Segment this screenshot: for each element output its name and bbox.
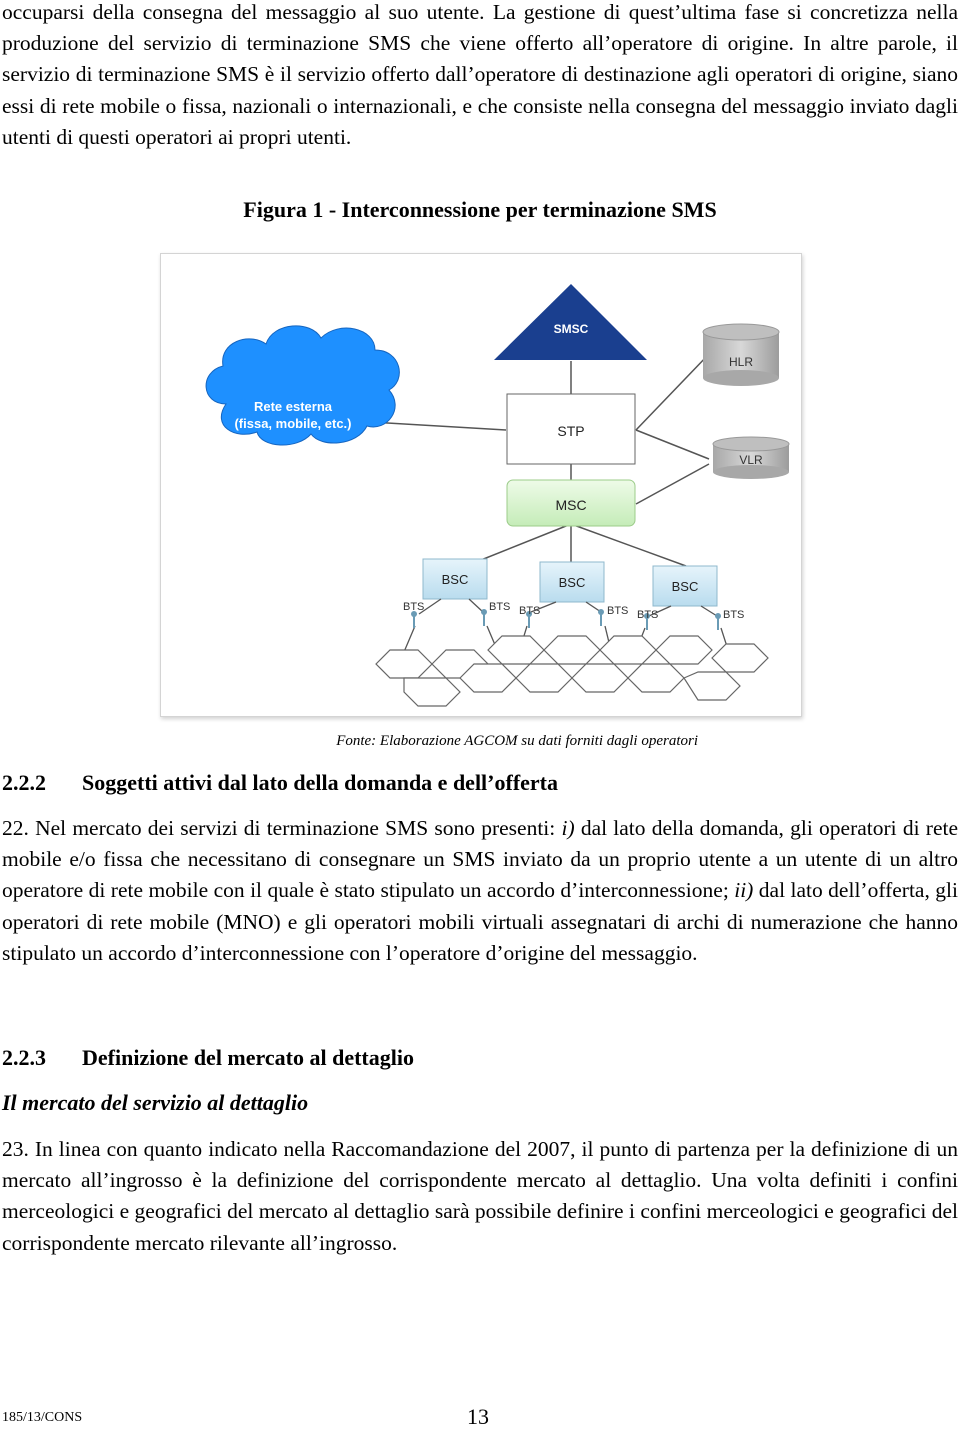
paragraph-22: 22. Nel mercato dei servizi di terminazi… (2, 813, 958, 969)
bts-antenna: BTS (598, 605, 628, 626)
bts-label: BTS (723, 609, 744, 621)
cloud-label-line2: (fissa, mobile, etc.) (234, 416, 351, 431)
cloud-label-line1: Rete esterna (254, 399, 333, 414)
section-heading-2-2-3: 2.2.3 Definizione del mercato al dettagli… (2, 1045, 414, 1071)
section-number: 2.2.3 (2, 1045, 46, 1070)
bsc-label: BSC (559, 575, 586, 590)
bts-label: BTS (637, 609, 658, 621)
hlr-label: HLR (729, 355, 753, 369)
bsc-node: BSC (652, 565, 718, 607)
bts-label: BTS (519, 605, 540, 617)
bts-antenna: BTS (403, 601, 424, 628)
bsc-label: BSC (672, 579, 699, 594)
bts-antenna: BTS (519, 605, 540, 628)
subheading: Il mercato del servizio al dettaglio (2, 1090, 309, 1115)
bsc-node: BSC (422, 558, 488, 600)
list-marker: ii) (734, 878, 754, 903)
network-diagram: SMSC HLR VLR Rete esterna (fissa, mobil (160, 253, 802, 717)
bts-antenna: BTS (637, 609, 658, 630)
msc-label: MSC (555, 497, 586, 513)
bts-label: BTS (489, 601, 510, 613)
vlr-node: VLR (712, 436, 790, 479)
bts-label: BTS (607, 605, 628, 617)
smsc-label: SMSC (554, 322, 589, 336)
paragraph-text: 22. Nel mercato dei servizi di terminazi… (2, 816, 562, 840)
section-title: Soggetti attivi dal lato della domanda e… (82, 770, 559, 795)
bsc-label: BSC (442, 572, 469, 587)
stp-label: STP (557, 423, 584, 439)
section-title: Definizione del mercato al dettaglio (82, 1045, 414, 1070)
footer-document-id: 185/13/CONS (2, 1410, 83, 1425)
figure-caption: Figura 1 - Interconnessione per terminaz… (243, 197, 717, 222)
paragraph-text: dal lato dell’offerta, gli operatori di … (2, 878, 958, 965)
bts-antenna: BTS (715, 609, 744, 630)
msc-node: MSC (506, 479, 636, 527)
section-heading-2-2-2: 2.2.2 Soggetti attivi dal lato della doma… (2, 770, 558, 796)
bts-antenna: BTS (481, 601, 510, 626)
figure-source: Fonte: Elaborazione AGCOM su dati fornit… (336, 733, 698, 749)
section-number: 2.2.2 (2, 770, 46, 795)
intro-paragraph: occuparsi della consegna del messaggio a… (2, 0, 958, 149)
hlr-node: HLR (702, 323, 780, 386)
stp-node: STP (506, 393, 636, 465)
paragraph-23: 23. In linea con quanto indicato nella R… (2, 1137, 958, 1255)
bts-label: BTS (403, 601, 424, 613)
paragraph-text: dal lato della domanda, gli operatori di… (2, 816, 959, 903)
smsc-node: SMSC (494, 284, 647, 360)
footer-page-number: 13 (467, 1404, 489, 1429)
vlr-label: VLR (739, 453, 763, 467)
cell-grid (375, 635, 769, 707)
list-marker: i) (561, 816, 575, 840)
external-network-cloud: Rete esterna (fissa, mobile, etc.) (205, 325, 400, 446)
bsc-node: BSC (539, 561, 605, 603)
